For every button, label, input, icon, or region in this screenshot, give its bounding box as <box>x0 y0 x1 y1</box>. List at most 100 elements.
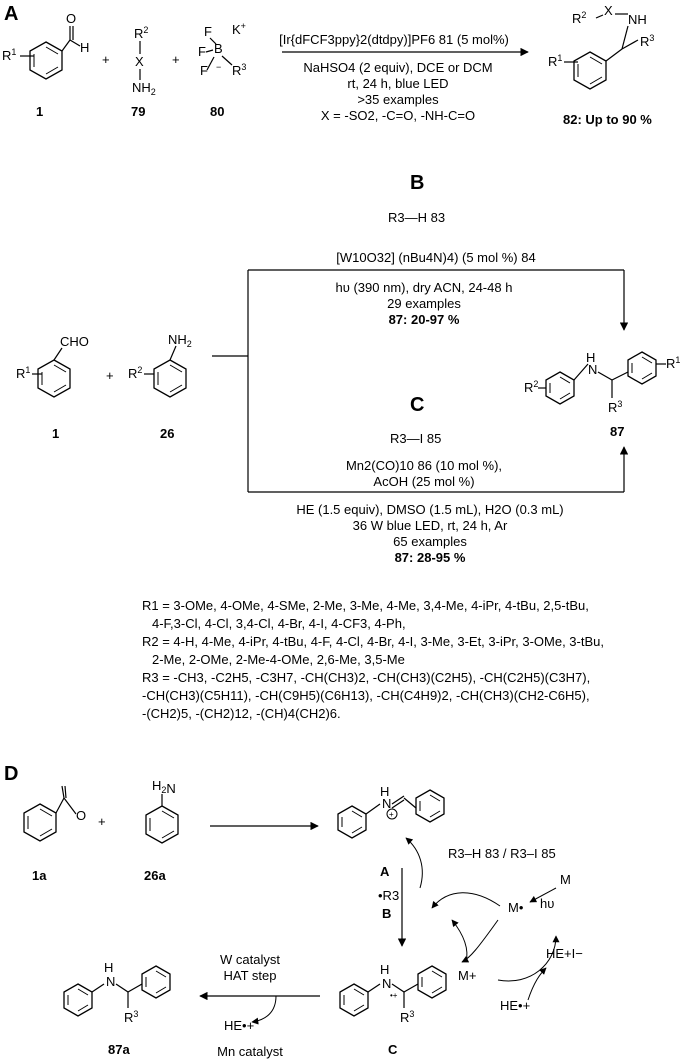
svg-text:H: H <box>380 962 389 977</box>
svg-text:F: F <box>200 63 208 78</box>
svg-text:N: N <box>588 362 597 377</box>
metal: M <box>560 872 571 887</box>
panel-b-cond-3: 87: 20-97 % <box>389 312 460 327</box>
aniline-26a-id: 26a <box>144 868 166 883</box>
panel-a-letter: A <box>4 3 18 25</box>
compound-1-id: 1 <box>36 104 43 119</box>
aniline-id: 26 <box>160 426 174 441</box>
halogen-abstraction-arrow <box>431 892 501 909</box>
r3-list-3: -(CH2)5, -(CH2)12, -(CH)4(CH2)6. <box>142 706 341 721</box>
svg-text:K+: K+ <box>232 21 246 37</box>
r1-list-1: R1 = 3-OMe, 4-OMe, 4-SMe, 2-Me, 3-Me, 4-… <box>142 598 589 613</box>
svg-text:R2: R2 <box>572 10 586 26</box>
cycle-arrow-right <box>497 935 560 982</box>
svg-text:N: N <box>106 974 115 989</box>
shared-product: R2 H N R3 R1 <box>524 350 680 415</box>
panel-b-cond-1: hυ (390 nm), dry ACN, 24-48 h <box>336 280 513 295</box>
r3-list-1: R3 = -CH3, -C2H5, -C3H7, -CH(CH3)2, -CH(… <box>142 670 590 685</box>
svg-text:N: N <box>382 796 391 811</box>
panel-b-letter: B <box>410 172 424 194</box>
panel-a-cond-2: rt, 24 h, blue LED <box>347 76 448 91</box>
svg-text:+: + <box>389 810 394 819</box>
compound-80-id: 80 <box>210 104 224 119</box>
svg-text:NH: NH <box>628 12 647 27</box>
product-87a-id: 87a <box>108 1042 130 1057</box>
svg-text:H: H <box>80 40 89 55</box>
svg-text:CHO: CHO <box>60 334 89 349</box>
hat-step: HAT step <box>224 968 277 983</box>
intermediate-a-label: A <box>380 864 390 879</box>
hei-label: HE+I− <box>546 946 583 961</box>
panel-a-amide: R2 X NH2 <box>132 25 156 97</box>
he-release-arrow <box>251 995 277 1025</box>
svg-text:NH2: NH2 <box>168 332 192 349</box>
svg-text:R3: R3 <box>608 399 622 415</box>
he-lower: HE•+ <box>224 1018 254 1033</box>
panel-a-product: R1 NH X R2 R3 <box>548 3 654 90</box>
svg-text:R2: R2 <box>134 25 148 41</box>
svg-text:H2N: H2N <box>152 778 176 796</box>
r2-list-2: 2-Me, 2-OMe, 2-Me-4-OMe, 2,6-Me, 3,5-Me <box>152 652 405 667</box>
photo-arrow <box>529 887 557 903</box>
aldehyde-id: 1 <box>52 426 59 441</box>
svg-text:R2: R2 <box>524 379 538 395</box>
svg-text:−: − <box>216 62 221 72</box>
product-id: 87 <box>610 424 624 439</box>
metal-cation: M+ <box>458 968 476 983</box>
r1-list-2: 4-F,3-Cl, 4-Cl, 3,4-Cl, 4-Br, 4-I, 4-CF3… <box>152 616 406 631</box>
svg-text:X: X <box>604 3 613 18</box>
panel-b-reagent: R3—H 83 <box>388 210 445 225</box>
svg-text:R2: R2 <box>128 365 142 381</box>
intermediate-c-label: C <box>388 1042 398 1057</box>
svg-text:R3: R3 <box>640 33 654 49</box>
panel-a-cond-3: >35 examples <box>357 92 439 107</box>
svg-text:R3: R3 <box>124 1009 138 1025</box>
product-87a: H N R3 <box>63 960 171 1025</box>
radical-b-label: B <box>382 906 391 921</box>
r3-list-2: -CH(CH3)(C5H11), -CH(C9H5)(C6H13), -CH(C… <box>142 688 590 703</box>
svg-text:R1: R1 <box>666 355 680 371</box>
svg-text:R3: R3 <box>400 1009 414 1025</box>
panel-d-letter: D <box>4 763 18 785</box>
radical-addition-arrow <box>405 837 423 889</box>
svg-text:R1: R1 <box>2 47 16 63</box>
panel-c-cond-2: 36 W blue LED, rt, 24 h, Ar <box>353 518 508 533</box>
metal-radical: M• <box>508 900 524 915</box>
benzaldehyde-1a: O <box>23 785 86 842</box>
svg-text:F: F <box>198 44 206 59</box>
svg-text:B: B <box>214 41 223 56</box>
r2-list-1: R2 = 4-H, 4-Me, 4-iPr, 4-tBu, 4-F, 4-Cl,… <box>142 634 604 649</box>
r3-sources: R3–H 83 / R3–I 85 <box>448 846 556 861</box>
radical-r3: •R3 <box>378 888 399 903</box>
benzaldehyde-1a-id: 1a <box>32 868 47 883</box>
panel-c-cond-1: HE (1.5 equiv), DMSO (1.5 mL), H2O (0.3 … <box>296 502 563 517</box>
he-arrow <box>527 967 547 1001</box>
shared-aniline: NH2 R2 <box>128 332 192 398</box>
svg-text:H: H <box>104 960 113 975</box>
aniline-26a: H2N <box>145 778 179 844</box>
svg-text:R1: R1 <box>16 365 30 381</box>
panel-a-cond-4: X = -SO2, -C=O, -NH-C=O <box>321 108 475 123</box>
plus-sign: + <box>106 368 114 383</box>
svg-text:H: H <box>586 350 595 365</box>
panel-c-letter: C <box>410 394 424 416</box>
mn-catalyst: Mn catalyst <box>217 1044 283 1059</box>
panel-c-reagent: R3—I 85 <box>390 431 441 446</box>
panel-a-catalyst: [Ir{dFCF3ppy}2(dtdpy)]PF6 81 (5 mol%) <box>279 32 509 47</box>
iminium-intermediate: H N + <box>337 784 445 839</box>
svg-text:O: O <box>76 808 86 823</box>
panel-a-product-label: 82: Up to 90 % <box>563 112 652 127</box>
panel-c-cond-4: 87: 28-95 % <box>395 550 466 565</box>
svg-text:O: O <box>66 11 76 26</box>
he-radical: HE•+ <box>500 998 530 1013</box>
panel-a-cond-1: NaHSO4 (2 equiv), DCE or DCM <box>303 60 492 75</box>
cycle-arrow-down <box>451 919 468 963</box>
panel-c-cond-3: 65 examples <box>393 534 467 549</box>
plus-sign: + <box>98 814 106 829</box>
cycle-arrow-left <box>461 919 499 963</box>
svg-text:F: F <box>204 24 212 39</box>
svg-text:NH2: NH2 <box>132 80 156 97</box>
panel-a-trifluoroborate: F F B F K+ − R3 <box>198 21 246 78</box>
svg-text:R1: R1 <box>548 53 562 69</box>
panel-b-catalyst: [W10O32] (nBu4N)4) (5 mol %) 84 <box>336 250 535 265</box>
